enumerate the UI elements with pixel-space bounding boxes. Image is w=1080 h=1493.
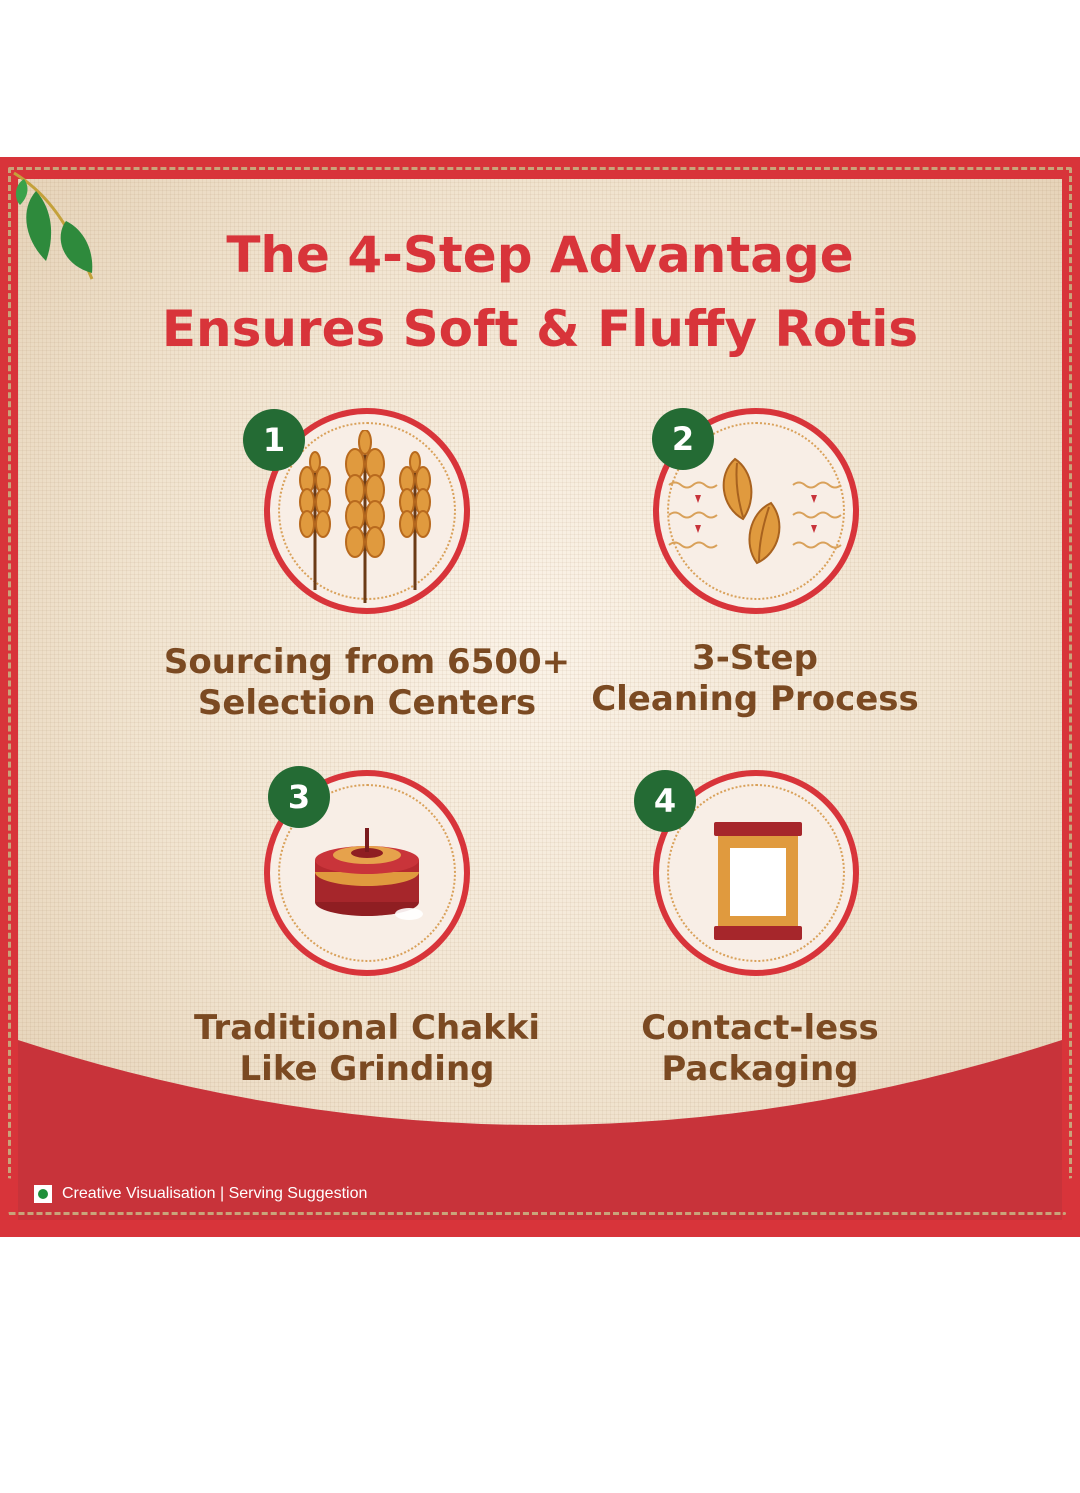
title-line-2: Ensures Soft & Fluffy Rotis [161,300,919,358]
step-3-label-line-1: Traditional Chakki [193,1008,541,1048]
step-2-label-line-1: 3-Step [692,638,818,678]
step-3-label: Traditional Chakki Like Grinding [150,1008,584,1090]
red-wave-band [0,1177,1080,1237]
bottom-red-band [18,1040,1062,1220]
step-1-label-line-1: Sourcing from 6500+ [163,642,571,682]
chakki-icon [315,828,423,920]
title-line-1: The 4-Step Advantage [226,226,854,284]
packet-icon [714,822,802,940]
leaf-icon [13,171,94,280]
step-2-label-line-2: Cleaning Process [591,679,919,719]
step-1-label-line-2: Selection Centers [197,683,537,723]
footer-text: Creative Visualisation | Serving Suggest… [62,1185,368,1202]
step-2-label: 3-Step Cleaning Process [560,638,950,720]
step-1-label: Sourcing from 6500+ Selection Centers [140,642,594,724]
infographic-panel [0,157,1080,1237]
step-1-number-badge: 1 [243,409,305,471]
footer-disclaimer: Creative Visualisation | Serving Suggest… [34,1185,367,1203]
wheat-icon [299,430,431,603]
burlap-canvas [18,179,1062,1219]
step-3-label-line-2: Like Grinding [239,1049,495,1089]
step-4-number-badge: 4 [634,770,696,832]
step-2-number-badge: 2 [652,408,714,470]
grain-cleaning-icon [668,457,842,565]
step-4-label: Contact-less Packaging [580,1008,940,1090]
step-4-label-line-1: Contact-less [641,1008,879,1048]
veg-mark-icon [34,1185,52,1203]
step-4-label-line-2: Packaging [661,1049,859,1089]
step-3-number-badge: 3 [268,766,330,828]
